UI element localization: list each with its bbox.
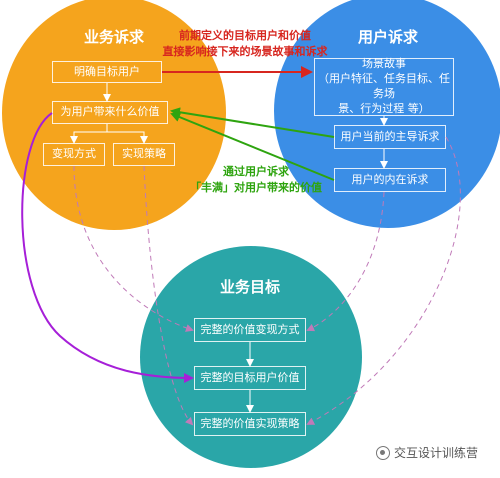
dashed-link-main-demand — [306, 136, 461, 425]
dashed-link-monetize — [73, 165, 194, 332]
flow-arrow-value-to-strategy — [107, 131, 148, 144]
scenario-title: 场景故事 — [362, 57, 406, 71]
dashed-link-strategy — [143, 165, 194, 426]
business-demand-title: 业务诉求 — [83, 28, 144, 46]
complete-monetize-box: 完整的价值变现方式 — [194, 318, 306, 342]
inner-demand-box: 用户的内在诉求 — [334, 168, 446, 192]
dashed-link-inner-demand — [306, 191, 385, 332]
red-annotation-line1: 前期定义的目标用户和价值 — [179, 29, 311, 42]
target-user-box: 明确目标用户 — [52, 61, 162, 83]
main-demand-box: 用户当前的主导诉求 — [334, 125, 446, 149]
watermark-text: 交互设计训练营 — [394, 446, 479, 460]
scenario-detail-2: 景、行为过程 等） — [338, 101, 430, 115]
business-goal-title: 业务目标 — [219, 278, 280, 296]
green-arrow-inner-demand — [170, 112, 335, 181]
red-annotation-line2: 直接影响接下来的场景故事和诉求 — [162, 44, 328, 58]
scenario-story-box: 场景故事 （用户特征、任务目标、任务场 景、行为过程 等） — [314, 57, 454, 116]
wechat-logo-icon — [376, 445, 390, 460]
scenario-detail-1: （用户特征、任务目标、任务场 — [318, 72, 450, 100]
watermark: 交互设计训练营 — [376, 444, 478, 461]
user-demand-circle — [274, 0, 500, 228]
flow-arrow-value-to-monetize — [70, 124, 108, 144]
green-annotation: 通过用户诉求 「丰满」对用户带来的价值 — [186, 164, 326, 196]
user-demand-title: 用户诉求 — [357, 28, 418, 46]
purple-value-arrow — [21, 112, 194, 383]
green-annotation-line1: 通过用户诉求 — [223, 165, 289, 178]
business-goal-circle — [140, 246, 362, 468]
green-annotation-line2: 「丰满」对用户带来的价值 — [190, 180, 322, 194]
business-demand-circle — [2, 0, 226, 230]
green-arrow-main-demand — [170, 107, 335, 138]
red-annotation: 前期定义的目标用户和价值 直接影响接下来的场景故事和诉求 — [160, 28, 330, 60]
